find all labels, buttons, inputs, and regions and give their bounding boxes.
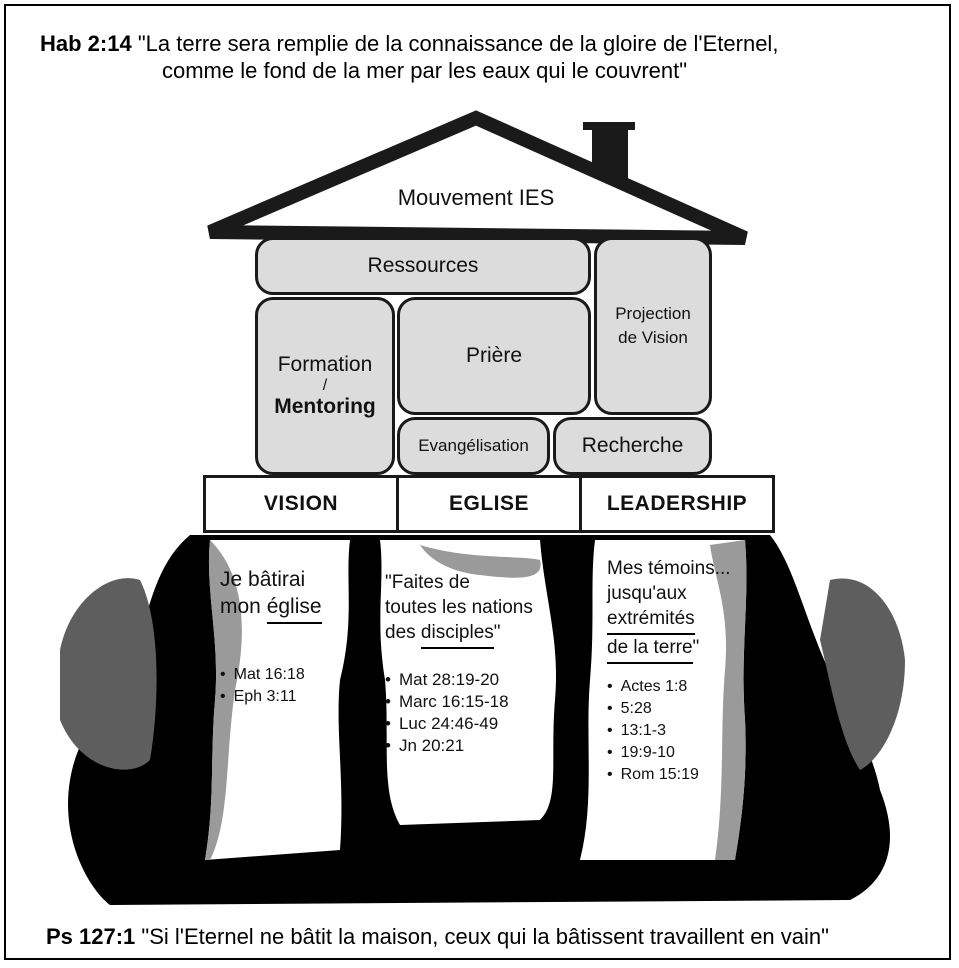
top-verse-ref: Hab 2:14 — [40, 31, 132, 56]
roof — [207, 110, 748, 245]
bottom-verse: Ps 127:1 "Si l'Eternel ne bâtit la maiso… — [46, 923, 829, 950]
leadership-ref: 13:1-3 — [607, 720, 731, 742]
pillar-vision: VISION — [203, 475, 399, 533]
roof-title: Mouvement IES — [397, 185, 555, 210]
bottom-verse-text: "Si l'Eternel ne bâtit la maison, ceux q… — [141, 924, 829, 949]
vision-quote-underlined: église — [266, 593, 322, 624]
eglise-quote-line2: toutes les nations — [385, 597, 533, 618]
leadership-ref: Rom 15:19 — [607, 764, 731, 786]
eglise-quote-line1: "Faites de — [385, 572, 470, 593]
block-ressources: Ressources — [255, 237, 591, 295]
block-projection-vision: Projection de Vision — [594, 237, 712, 415]
column-vision: Je bâtirai mon église Mat 16:18 Eph 3:11 — [220, 566, 322, 708]
leadership-quote-end: " — [692, 637, 700, 658]
formation-separator: / — [322, 377, 328, 394]
eglise-quote-end: " — [493, 622, 501, 643]
vision-quote-line2: mon — [220, 595, 267, 618]
formation-label: Formation — [277, 353, 373, 376]
leadership-quote-line1: Mes témoins... — [607, 558, 731, 579]
vision-ref: Eph 3:11 — [220, 686, 322, 708]
top-verse: Hab 2:14 "La terre sera remplie de la co… — [40, 30, 778, 84]
leadership-refs: Actes 1:8 5:28 13:1-3 19:9-10 Rom 15:19 — [607, 676, 731, 786]
block-evangelisation: Evangélisation — [397, 417, 550, 475]
leadership-quote-line4: de la terre — [607, 635, 693, 664]
leadership-ref: Actes 1:8 — [607, 676, 731, 698]
leadership-ref: 5:28 — [607, 698, 731, 720]
pillar-leadership: LEADERSHIP — [579, 475, 775, 533]
column-leadership: Mes témoins... jusqu'aux extrémités de l… — [607, 556, 731, 786]
leadership-quote-line2: jusqu'aux — [607, 583, 687, 604]
block-recherche: Recherche — [553, 417, 712, 475]
top-verse-line1: "La terre sera remplie de la connaissanc… — [137, 31, 779, 56]
eglise-refs: Mat 28:19-20 Marc 16:15-18 Luc 24:46-49 … — [385, 669, 533, 757]
eglise-ref: Jn 20:21 — [385, 735, 533, 757]
column-eglise: "Faites de toutes les nations des discip… — [385, 570, 533, 757]
top-verse-line2: comme le fond de la mer par les eaux qui… — [162, 58, 688, 83]
block-formation-mentoring: Formation / Mentoring — [255, 297, 395, 475]
eglise-ref: Marc 16:15-18 — [385, 691, 533, 713]
vision-ref: Mat 16:18 — [220, 664, 322, 686]
eglise-quote-underlined: disciples — [420, 620, 494, 649]
mentoring-label: Mentoring — [274, 395, 376, 418]
vision-refs: Mat 16:18 Eph 3:11 — [220, 664, 322, 708]
vision-quote-line1: Je bâtirai — [220, 568, 306, 591]
leadership-quote-line3: extrémités — [607, 606, 695, 635]
eglise-ref: Luc 24:46-49 — [385, 713, 533, 735]
leadership-ref: 19:9-10 — [607, 742, 731, 764]
eglise-ref: Mat 28:19-20 — [385, 669, 533, 691]
pillar-eglise: EGLISE — [396, 475, 582, 533]
chimney-cap — [583, 122, 635, 130]
block-priere: Prière — [397, 297, 591, 415]
eglise-quote-line3: des — [385, 622, 421, 643]
bottom-verse-ref: Ps 127:1 — [46, 924, 136, 949]
